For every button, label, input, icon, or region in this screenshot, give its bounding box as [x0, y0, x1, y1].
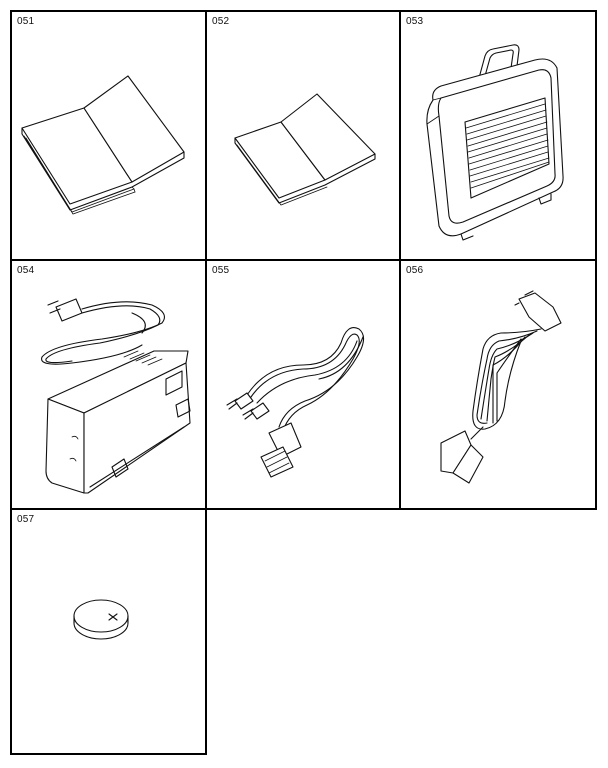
grid-border-top	[10, 10, 597, 12]
carrying-case-illustration	[426, 44, 564, 241]
grid-border-bottom	[10, 753, 207, 755]
empty-area	[207, 510, 597, 755]
part-cell-051[interactable]: 051	[12, 12, 205, 259]
part-number-label: 056	[406, 265, 424, 276]
grid-divider-h1	[10, 259, 597, 261]
manual-small-illustration	[234, 93, 376, 206]
ac-adapter-illustration	[41, 298, 191, 494]
part-cell-052[interactable]: 052	[207, 12, 399, 259]
manual-large-illustration	[21, 75, 185, 215]
part-cell-056[interactable]: 056	[401, 261, 595, 508]
part-number-label: 052	[212, 16, 230, 27]
coin-battery-illustration	[73, 599, 129, 640]
part-number-label: 057	[17, 514, 35, 525]
part-cell-054[interactable]: 054	[12, 261, 205, 508]
av-cable-illustration	[226, 327, 365, 478]
part-number-label: 051	[17, 16, 35, 27]
dc-cord-illustration	[440, 290, 562, 484]
part-number-label: 055	[212, 265, 230, 276]
grid-border-left	[10, 10, 12, 755]
part-cell-057[interactable]: 057	[12, 510, 205, 753]
part-cell-053[interactable]: 053	[401, 12, 595, 259]
grid-divider-h2	[10, 508, 597, 510]
part-number-label: 054	[17, 265, 35, 276]
grid-divider-v1	[205, 10, 207, 755]
part-cell-055[interactable]: 055	[207, 261, 399, 508]
part-number-label: 053	[406, 16, 424, 27]
